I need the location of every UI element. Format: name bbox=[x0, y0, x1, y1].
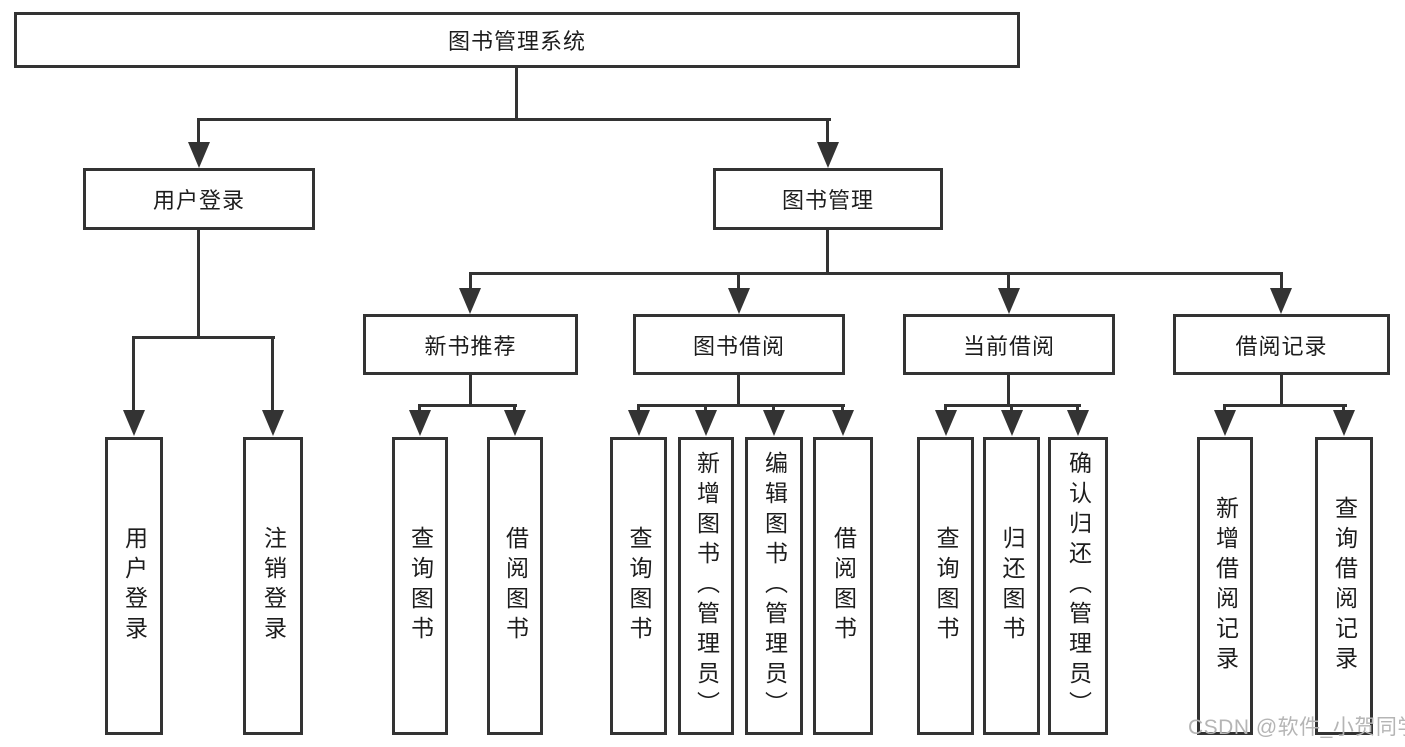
connector-line bbox=[1010, 404, 1013, 413]
leaf-label: 用户登录 bbox=[121, 526, 148, 646]
arrowhead-down-icon bbox=[1214, 410, 1236, 436]
node-root-library-system: 图书管理系统 bbox=[14, 12, 1020, 68]
arrowhead-down-icon bbox=[763, 410, 785, 436]
leaf-confirm-return-admin: 确认归还（管理员） bbox=[1048, 437, 1108, 735]
leaf-label: 查询图书 bbox=[933, 526, 959, 646]
connector-line bbox=[1076, 404, 1079, 413]
connector-line bbox=[271, 336, 274, 412]
connector-line bbox=[418, 404, 517, 407]
connector-line bbox=[1342, 404, 1345, 413]
leaf-label: 借阅图书 bbox=[502, 526, 529, 646]
connector-line bbox=[1280, 272, 1283, 289]
leaf-borrow-books: 借阅图书 bbox=[813, 437, 873, 735]
leaf-label: 确认归还（管理员） bbox=[1065, 451, 1092, 721]
connector-line bbox=[1223, 404, 1226, 413]
connector-line bbox=[197, 230, 200, 336]
connector-line bbox=[1223, 404, 1347, 407]
connector-line bbox=[826, 118, 829, 144]
leaf-user-login: 用户登录 bbox=[105, 437, 163, 735]
arrowhead-down-icon bbox=[728, 288, 750, 314]
connector-line bbox=[704, 404, 707, 413]
connector-line bbox=[737, 272, 740, 289]
arrowhead-down-icon bbox=[695, 410, 717, 436]
connector-line bbox=[826, 230, 829, 272]
leaf-label: 注销登录 bbox=[260, 526, 287, 646]
connector-line bbox=[469, 272, 1283, 275]
connector-line bbox=[132, 336, 135, 412]
arrowhead-down-icon bbox=[935, 410, 957, 436]
arrowhead-down-icon bbox=[832, 410, 854, 436]
arrowhead-down-icon bbox=[123, 410, 145, 436]
arrowhead-down-icon bbox=[998, 288, 1020, 314]
leaf-label: 查询借阅记录 bbox=[1331, 496, 1358, 676]
connector-line bbox=[637, 404, 640, 413]
arrowhead-down-icon bbox=[1333, 410, 1355, 436]
connector-line bbox=[132, 336, 275, 339]
arrowhead-down-icon bbox=[504, 410, 526, 436]
connector-line bbox=[513, 404, 516, 413]
leaf-label: 新增借阅记录 bbox=[1212, 496, 1239, 676]
connector-line bbox=[841, 404, 844, 413]
connector-line bbox=[469, 272, 472, 289]
node-user-login: 用户登录 bbox=[83, 168, 315, 230]
leaf-query-books-recommend: 查询图书 bbox=[392, 437, 448, 735]
connector-line bbox=[637, 404, 845, 407]
leaf-edit-books-admin: 编辑图书（管理员） bbox=[745, 437, 803, 735]
leaf-query-books-borrowing: 查询图书 bbox=[610, 437, 667, 735]
leaf-label: 归还图书 bbox=[999, 526, 1025, 646]
csdn-watermark: CSDN @软件_小贺同学 bbox=[1188, 716, 1405, 739]
leaf-query-books-current: 查询图书 bbox=[917, 437, 974, 735]
node-new-book-recommendation: 新书推荐 bbox=[363, 314, 578, 375]
leaf-label: 编辑图书（管理员） bbox=[761, 451, 788, 721]
leaf-borrow-books-recommend: 借阅图书 bbox=[487, 437, 543, 735]
arrowhead-down-icon bbox=[1067, 410, 1089, 436]
arrowhead-down-icon bbox=[1001, 410, 1023, 436]
leaf-add-books-admin: 新增图书（管理员） bbox=[678, 437, 734, 735]
arrowhead-down-icon bbox=[628, 410, 650, 436]
leaf-label: 查询图书 bbox=[626, 526, 652, 646]
connector-line bbox=[944, 404, 947, 413]
connector-line bbox=[197, 118, 831, 121]
arrowhead-down-icon bbox=[817, 142, 839, 168]
connector-line bbox=[469, 375, 472, 407]
connector-line bbox=[197, 118, 200, 144]
connector-line bbox=[1007, 272, 1010, 289]
node-book-borrowing: 图书借阅 bbox=[633, 314, 845, 375]
leaf-label: 借阅图书 bbox=[830, 526, 857, 646]
leaf-query-borrow-record: 查询借阅记录 bbox=[1315, 437, 1373, 735]
connector-line bbox=[515, 68, 518, 118]
arrowhead-down-icon bbox=[1270, 288, 1292, 314]
node-book-management: 图书管理 bbox=[713, 168, 943, 230]
arrowhead-down-icon bbox=[188, 142, 210, 168]
node-borrowing-records: 借阅记录 bbox=[1173, 314, 1390, 375]
connector-line bbox=[1280, 375, 1283, 407]
connector-line bbox=[737, 375, 740, 407]
node-current-borrowing: 当前借阅 bbox=[903, 314, 1115, 375]
connector-line bbox=[1007, 375, 1010, 407]
leaf-add-borrow-record: 新增借阅记录 bbox=[1197, 437, 1253, 735]
arrowhead-down-icon bbox=[459, 288, 481, 314]
connector-line bbox=[772, 404, 775, 413]
leaf-label: 查询图书 bbox=[407, 526, 434, 646]
leaf-logout: 注销登录 bbox=[243, 437, 303, 735]
connector-line bbox=[418, 404, 421, 413]
leaf-label: 新增图书（管理员） bbox=[693, 451, 720, 721]
arrowhead-down-icon bbox=[262, 410, 284, 436]
leaf-return-books: 归还图书 bbox=[983, 437, 1040, 735]
arrowhead-down-icon bbox=[409, 410, 431, 436]
